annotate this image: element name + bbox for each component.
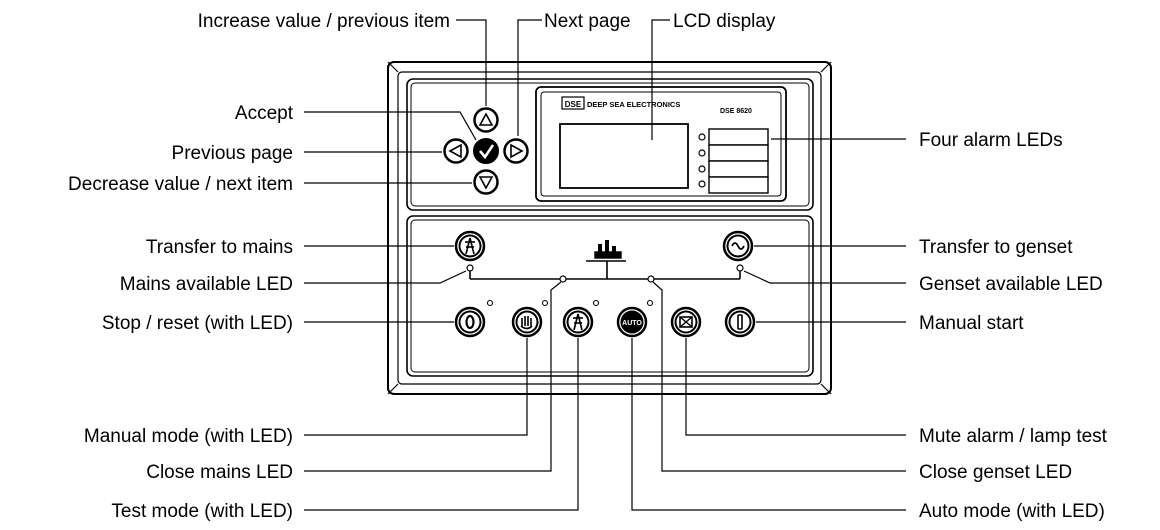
alarm-label-slot-2 — [708, 144, 769, 162]
label-stop-reset: Stop / reset (with LED) — [102, 313, 293, 334]
label-increase-value: Increase value / previous item — [198, 11, 450, 32]
test-led — [592, 299, 600, 307]
label-decrease-value: Decrease value / next item — [68, 174, 293, 195]
label-mute-alarm: Mute alarm / lamp test — [919, 426, 1108, 447]
auto-led — [646, 299, 654, 307]
stop-led — [486, 299, 494, 307]
pylon-icon — [465, 237, 475, 255]
stop-reset-button[interactable] — [454, 299, 494, 338]
brand-header: DSE DEEP SEA ELECTRONICS DSE 8620 — [561, 96, 752, 115]
brand-name: DEEP SEA ELECTRONICS — [587, 100, 680, 109]
leader-lines — [304, 19, 906, 511]
transfer-to-mains-button[interactable] — [454, 230, 486, 262]
checkmark-icon — [479, 144, 495, 160]
label-manual-mode: Manual mode (with LED) — [84, 426, 293, 447]
triangle-up-icon — [478, 112, 494, 126]
transfer-to-genset-button[interactable] — [722, 230, 754, 262]
lower-panel-section — [406, 215, 814, 377]
label-auto-mode: Auto mode (with LED) — [919, 501, 1105, 522]
up-button[interactable] — [473, 107, 499, 133]
label-accept: Accept — [235, 103, 294, 124]
lcd-screen — [559, 123, 689, 189]
label-transfer-to-genset: Transfer to genset — [919, 237, 1073, 258]
factory-icon — [586, 240, 626, 262]
sine-wave-icon — [731, 242, 745, 250]
upper-panel-section — [406, 78, 814, 211]
alarm-label-slot-4 — [708, 176, 769, 194]
manual-led — [541, 299, 549, 307]
label-genset-available-led: Genset available LED — [919, 274, 1103, 295]
triangle-down-icon — [478, 176, 494, 190]
mute-alarm-button[interactable] — [670, 306, 702, 338]
close-mains-led — [559, 275, 567, 283]
right-button[interactable] — [503, 138, 529, 164]
start-i-icon — [737, 314, 743, 330]
alarm-led-1 — [698, 133, 706, 141]
alarm-led-4 — [698, 180, 706, 188]
alarm-led-group — [698, 128, 769, 194]
triangle-right-icon — [510, 143, 524, 159]
manual-mode-button[interactable] — [511, 299, 549, 338]
manual-start-button[interactable] — [724, 306, 756, 338]
label-manual-start: Manual start — [919, 313, 1024, 334]
label-test-mode: Test mode (with LED) — [111, 501, 293, 522]
accept-button[interactable] — [473, 138, 499, 164]
auto-mode-button[interactable]: AUTO — [616, 299, 654, 338]
label-previous-page: Previous page — [172, 143, 293, 164]
mute-icon — [679, 316, 693, 328]
label-mains-available-led: Mains available LED — [120, 274, 293, 295]
genset-available-led — [736, 264, 744, 272]
brand-logo-box — [561, 96, 585, 110]
mains-available-led — [466, 264, 474, 272]
stop-o-icon — [465, 314, 475, 330]
alarm-label-slot-1 — [708, 128, 769, 146]
hand-icon — [520, 316, 533, 330]
label-four-alarm-leds: Four alarm LEDs — [919, 130, 1063, 151]
label-close-mains-led: Close mains LED — [146, 462, 293, 483]
left-button[interactable] — [443, 138, 469, 164]
callout-labels: Increase value / previous item Next page… — [68, 11, 1108, 522]
model-name: DSE 8620 — [720, 108, 752, 115]
brand-logo: DSE — [565, 100, 582, 109]
label-close-genset-led: Close genset LED — [919, 462, 1072, 483]
auto-icon: AUTO — [622, 320, 642, 327]
test-pylon-icon — [573, 313, 583, 331]
label-next-page: Next page — [544, 11, 631, 32]
close-genset-led — [647, 275, 655, 283]
alarm-led-2 — [698, 149, 706, 157]
test-mode-button[interactable] — [562, 299, 600, 338]
label-lcd-display: LCD display — [673, 11, 776, 32]
triangle-left-icon — [448, 143, 462, 159]
alarm-label-slot-3 — [708, 160, 769, 178]
alarm-led-3 — [698, 165, 706, 173]
label-transfer-to-mains: Transfer to mains — [146, 237, 293, 258]
down-button[interactable] — [473, 169, 499, 195]
